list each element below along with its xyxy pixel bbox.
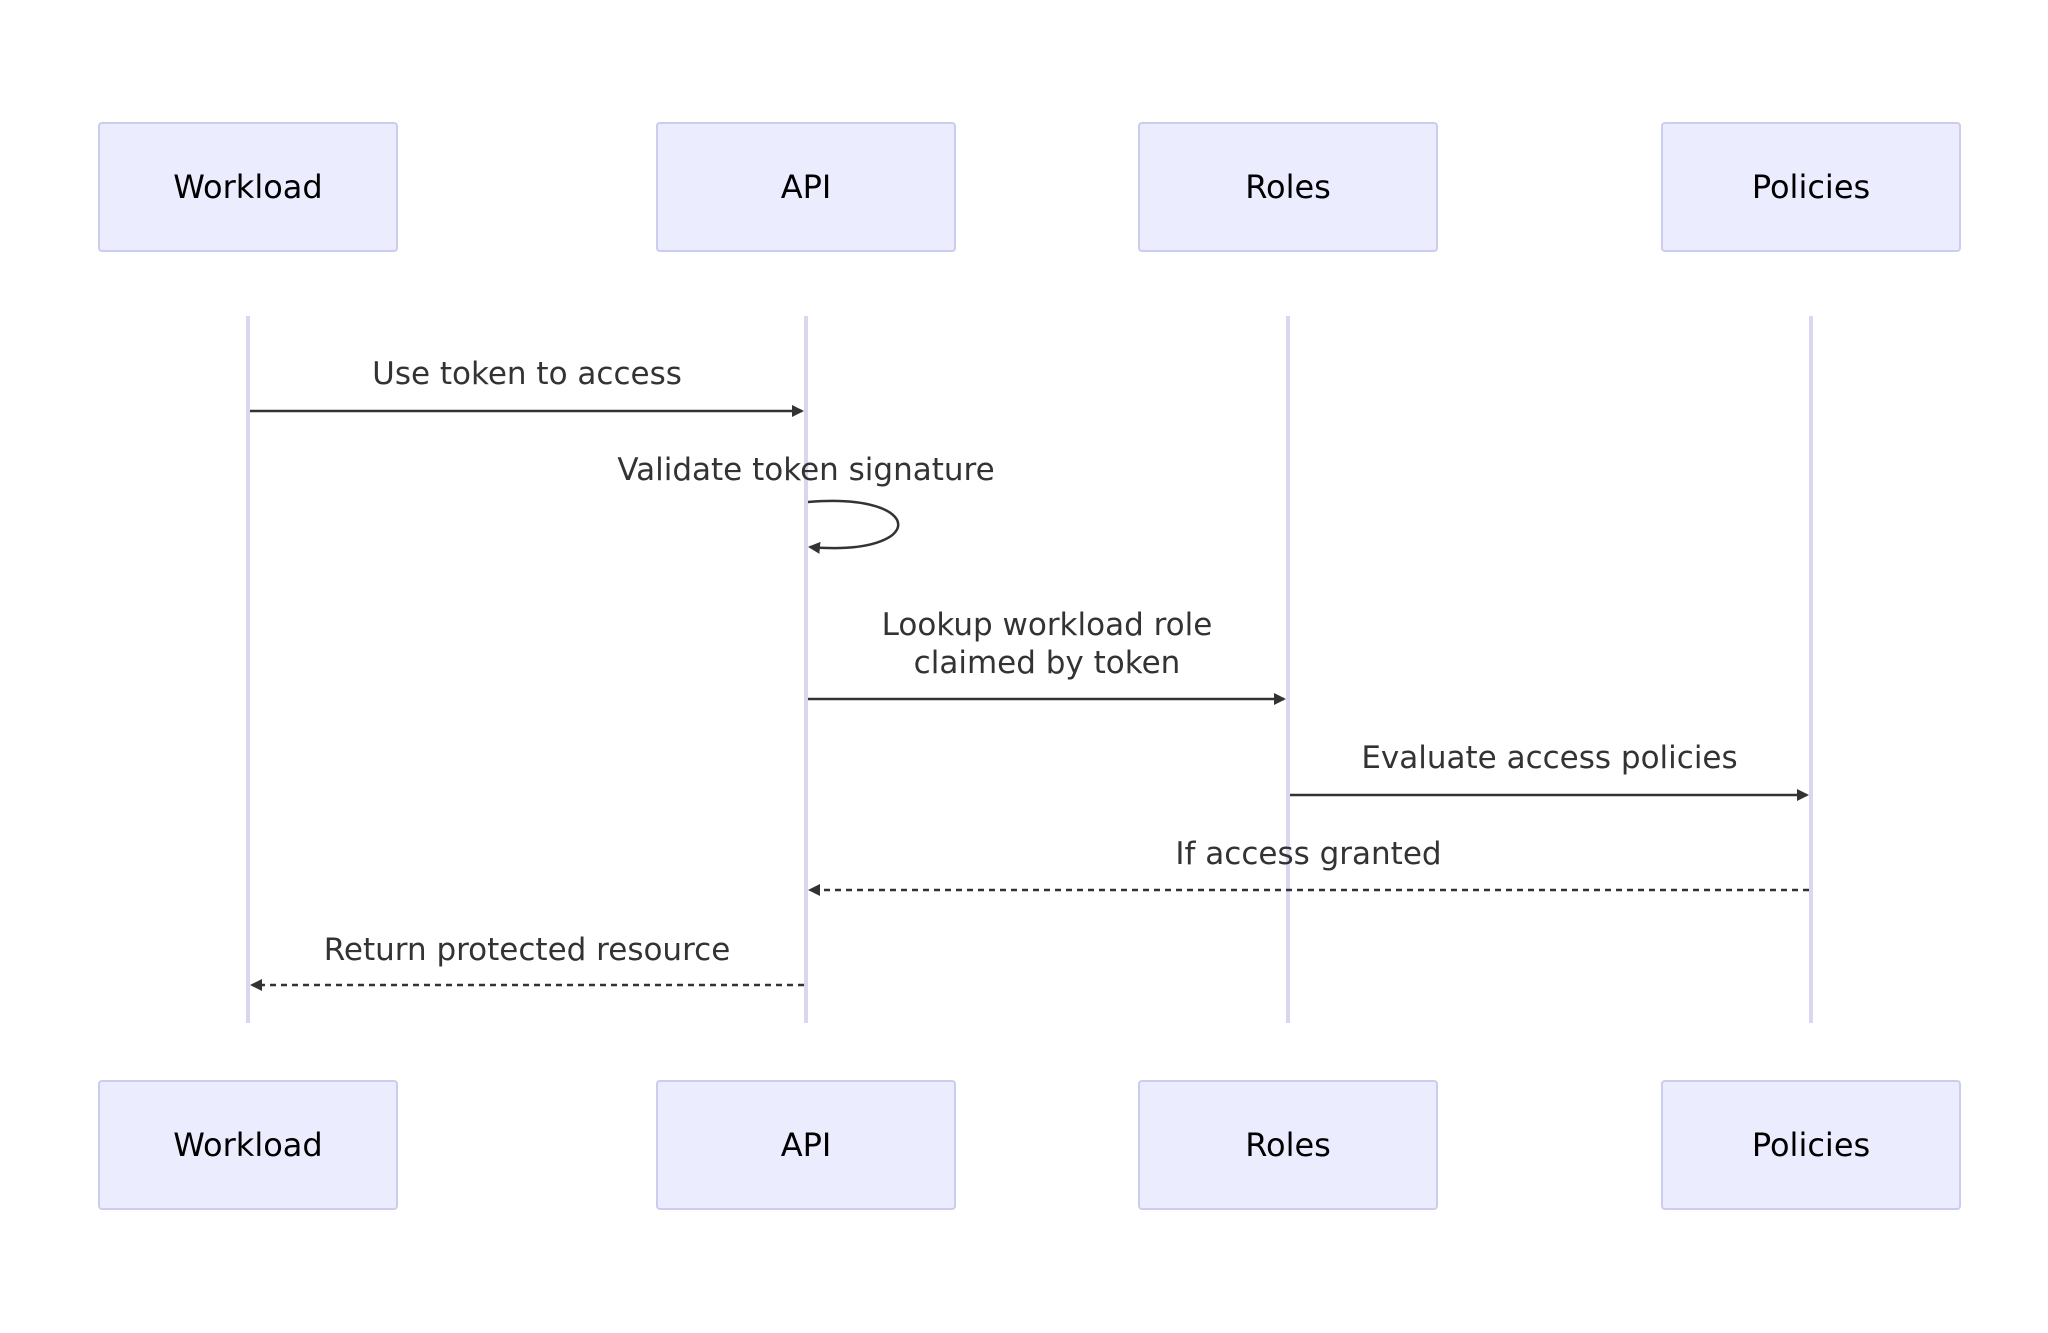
participant-bottom-roles: Roles — [1138, 1080, 1438, 1210]
message-5: If access granted — [808, 836, 1809, 896]
message-arrow — [807, 499, 900, 554]
message-2: Validate token signature — [617, 452, 995, 554]
participant-box — [1661, 1080, 1961, 1210]
participant-bottom-policies: Policies — [1661, 1080, 1961, 1210]
participant-box — [656, 122, 956, 252]
participant-top-api: API — [656, 122, 956, 252]
participant-label: Roles — [1245, 168, 1331, 206]
participant-box — [1661, 122, 1961, 252]
participant-label: Policies — [1752, 1126, 1870, 1164]
message-6: Return protected resource — [250, 932, 804, 991]
message-label: Validate token signature — [617, 452, 994, 488]
participants: WorkloadWorkloadAPIAPIRolesRolesPolicies… — [98, 122, 1961, 1210]
participant-label: Workload — [173, 168, 322, 206]
message-4: Evaluate access policies — [1290, 740, 1809, 801]
participant-label: API — [781, 1126, 832, 1164]
participant-label: API — [781, 168, 832, 206]
participant-box — [98, 122, 398, 252]
participant-label: Roles — [1245, 1126, 1331, 1164]
participant-box — [1138, 122, 1438, 252]
participant-box — [656, 1080, 956, 1210]
participant-top-policies: Policies — [1661, 122, 1961, 252]
message-label: Lookup workload role — [882, 607, 1213, 643]
participant-top-workload: Workload — [98, 122, 398, 252]
participant-label: Policies — [1752, 168, 1870, 206]
message-label: If access granted — [1175, 836, 1441, 872]
participant-box — [1138, 1080, 1438, 1210]
message-1: Use token to access — [250, 356, 804, 417]
lifelines — [246, 316, 1813, 1023]
message-label: Return protected resource — [324, 932, 731, 968]
message-label: Use token to access — [372, 356, 682, 392]
participant-label: Workload — [173, 1126, 322, 1164]
participant-top-roles: Roles — [1138, 122, 1438, 252]
message-label: Evaluate access policies — [1361, 740, 1737, 776]
participant-bottom-api: API — [656, 1080, 956, 1210]
participant-box — [98, 1080, 398, 1210]
participant-bottom-workload: Workload — [98, 1080, 398, 1210]
message-label: claimed by token — [914, 645, 1181, 681]
